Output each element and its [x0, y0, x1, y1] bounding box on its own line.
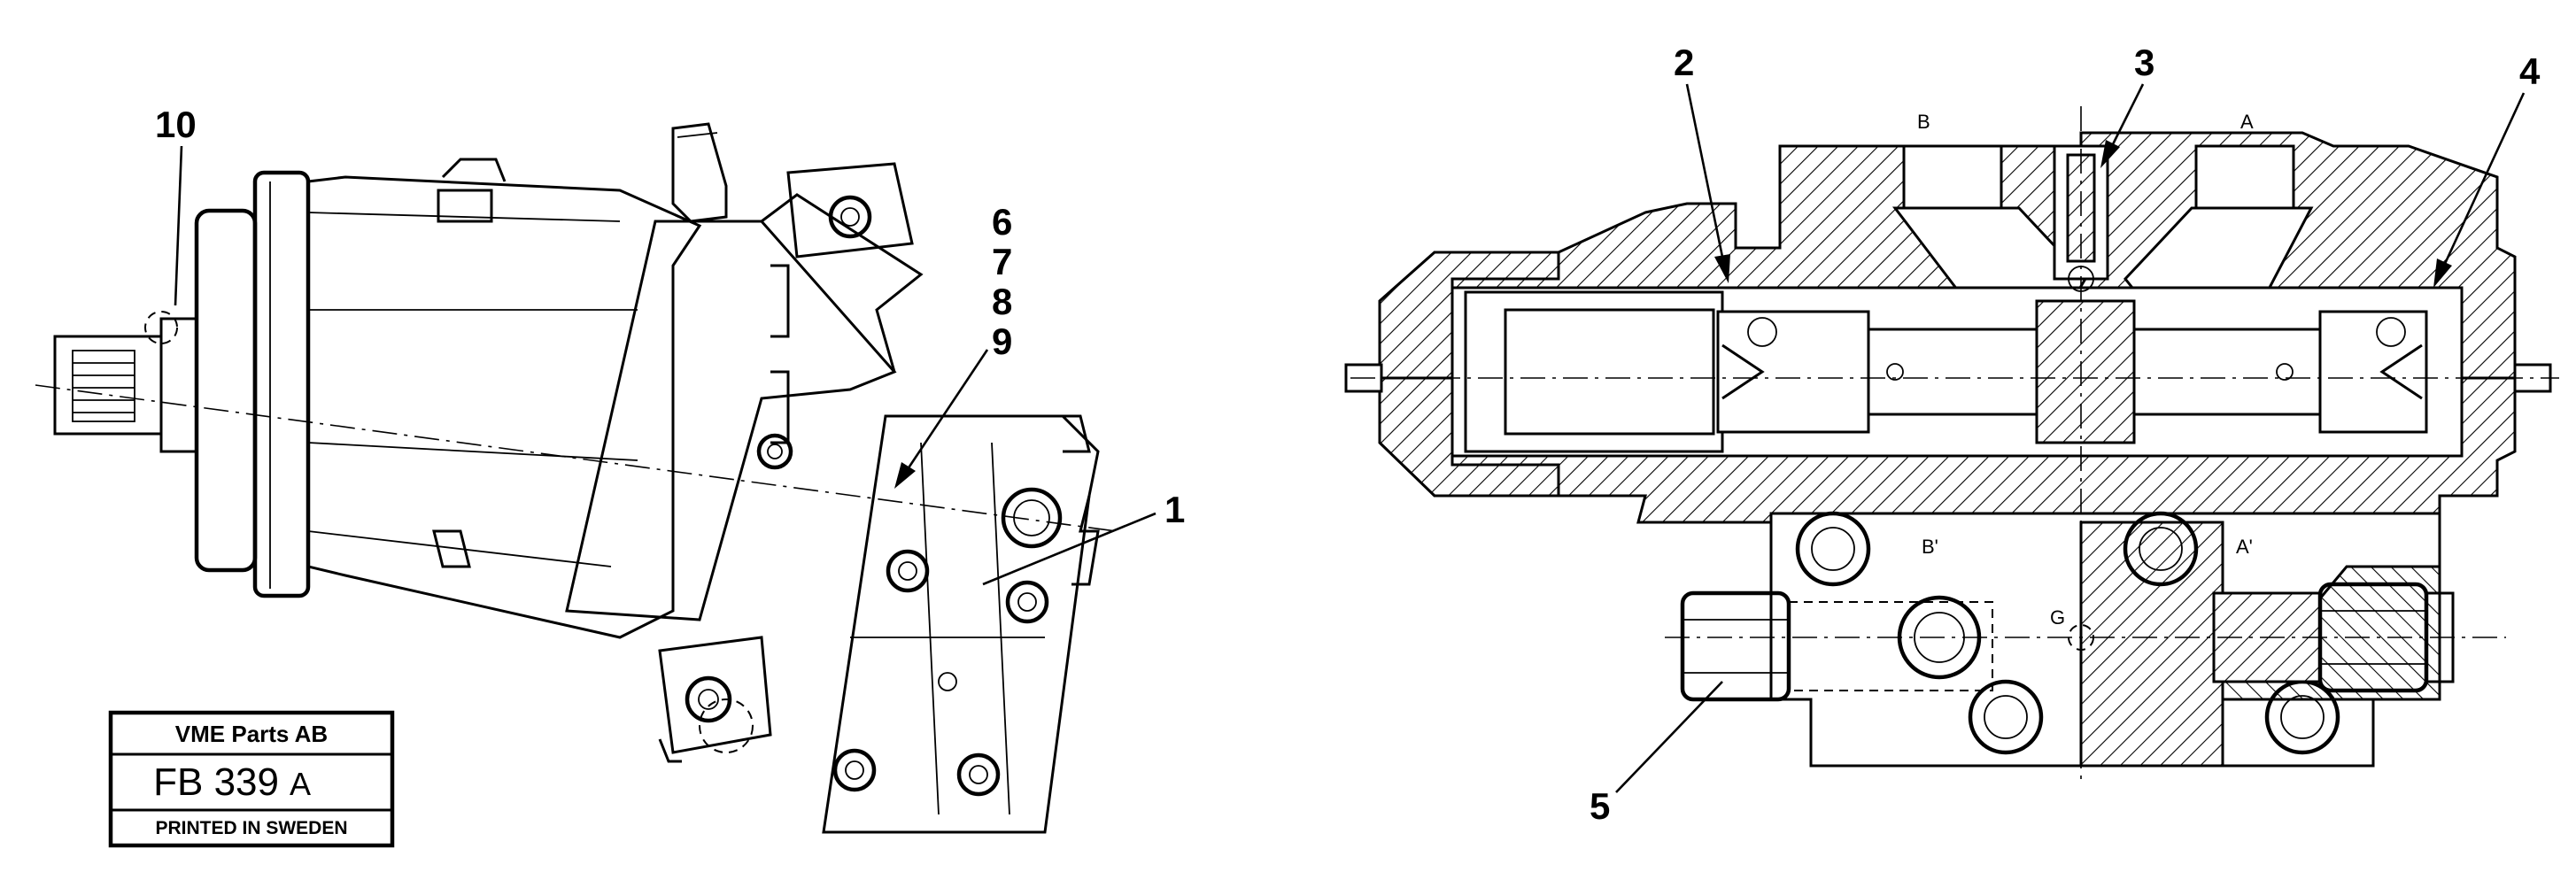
motor-housing	[306, 158, 702, 639]
port-B-prime-bore	[1795, 511, 1871, 587]
callout-4: 4	[2519, 50, 2541, 92]
left-callouts: 10 6 7 8 9 1	[155, 104, 1185, 586]
lower-flange-block	[658, 636, 772, 763]
motor-top-fitting	[671, 122, 728, 223]
callout-3: 3	[2134, 42, 2154, 83]
port-A-prime-bore	[2123, 511, 2199, 587]
motor-shaft	[53, 311, 198, 453]
lower-bore-left	[1968, 679, 2044, 755]
left-end-cap	[1378, 251, 1560, 498]
port-A-opening	[2194, 144, 2295, 210]
valve-body-lower-hatched	[2079, 521, 2224, 768]
title-block-code-suffix: A	[290, 766, 311, 802]
callout-1: 1	[1164, 489, 1185, 530]
port-label-B-prime: B'	[1922, 536, 1938, 558]
title-block: VME Parts AB FB 339 A PRINTED IN SWEDEN	[108, 710, 395, 848]
callout-2: 2	[1674, 42, 1694, 83]
valve-cross-section: B A B' A' G	[1344, 106, 2559, 779]
callout-10: 10	[155, 104, 197, 145]
port-label-A-prime: A'	[2236, 536, 2253, 558]
motor-body-tilted	[565, 162, 924, 621]
right-callouts: 2 3 4 5	[1590, 42, 2541, 827]
callout-6: 6	[992, 201, 1012, 243]
motor-centerline	[35, 384, 1117, 532]
motor-exterior-view	[35, 122, 1117, 834]
motor-flange	[194, 170, 311, 598]
port-label-B: B	[1917, 111, 1930, 133]
callout-9: 9	[992, 320, 1012, 362]
port-label-G: G	[2050, 606, 2065, 629]
valve-block	[822, 414, 1100, 834]
port-label-A: A	[2240, 111, 2254, 133]
title-block-code: FB 339	[153, 760, 279, 804]
spool	[1716, 299, 2428, 444]
port-B-opening	[1902, 144, 2003, 210]
title-block-company: VME Parts AB	[175, 721, 328, 747]
title-block-printed: PRINTED IN SWEDEN	[155, 818, 347, 838]
callout-7: 7	[992, 241, 1012, 282]
callout-8: 8	[992, 281, 1012, 322]
callout-5: 5	[1590, 785, 1610, 827]
